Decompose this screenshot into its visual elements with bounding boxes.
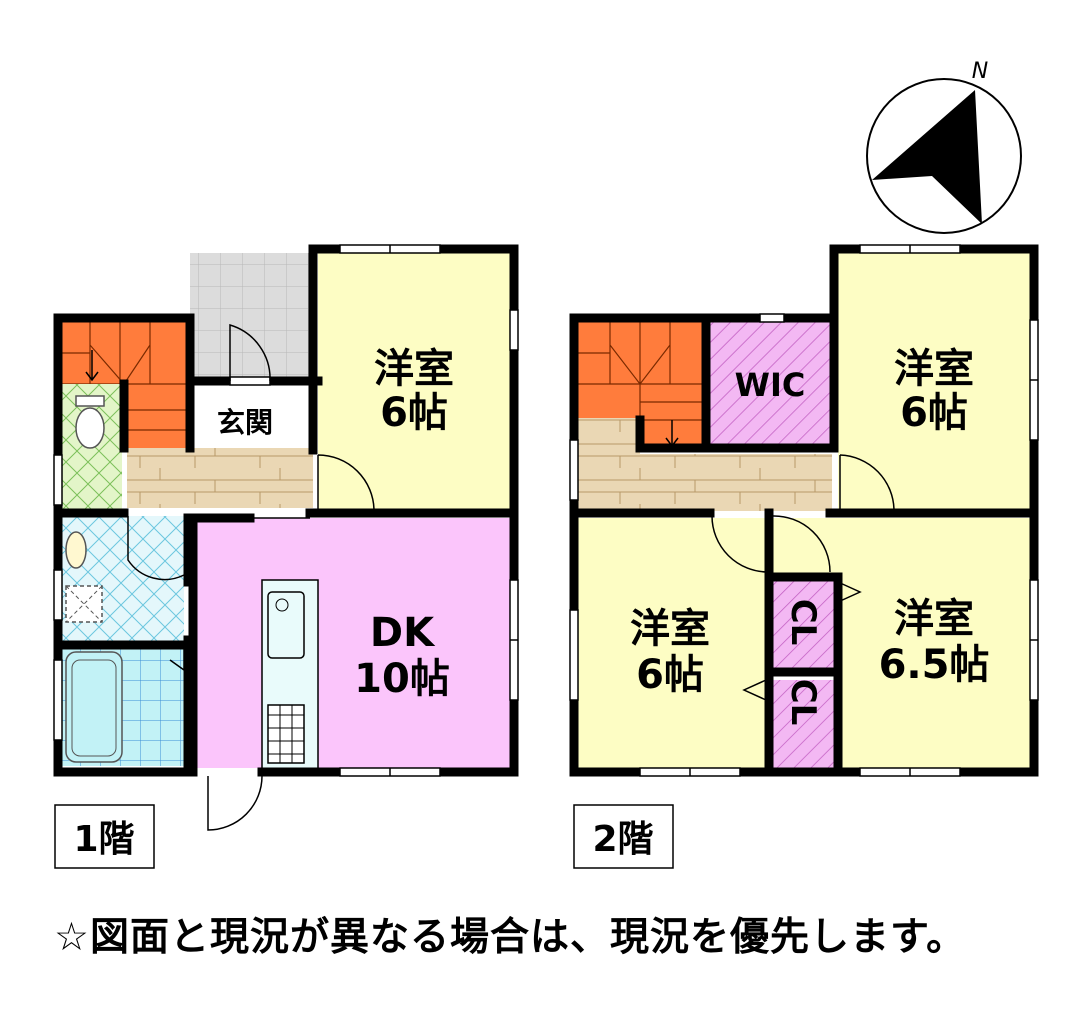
western-room-se-size: 6.5帖 bbox=[879, 642, 990, 688]
closet-lower-label: CL bbox=[783, 679, 823, 726]
compass-arrow-icon bbox=[872, 90, 982, 224]
dk-name: DK bbox=[370, 610, 436, 656]
western-room-se-name: 洋室 bbox=[894, 596, 974, 642]
windows-floor1 bbox=[53, 244, 519, 777]
western-room-floor1-size: 6帖 bbox=[380, 390, 448, 436]
doors-floor2 bbox=[711, 388, 895, 701]
dining-kitchen bbox=[193, 518, 510, 768]
closet-lower bbox=[772, 680, 834, 768]
compass-north-label: N bbox=[972, 59, 988, 84]
western-room-sw-name: 洋室 bbox=[630, 606, 710, 652]
floor-1: 洋室 6帖 玄関 DK 10帖 1階 bbox=[53, 244, 519, 869]
floor2-label: 2階 bbox=[592, 819, 653, 860]
windows-floor2 bbox=[569, 244, 1039, 777]
floor2-label-box bbox=[573, 804, 674, 869]
compass: N bbox=[866, 59, 1022, 234]
floor-2: WIC 洋室 6帖 洋室 6帖 洋室 6.5帖 CL CL 2階 bbox=[569, 244, 1039, 869]
western-room-ne bbox=[838, 253, 1030, 511]
closet-upper-label: CL bbox=[783, 599, 823, 646]
porch-tile bbox=[190, 253, 313, 381]
entrance bbox=[190, 381, 313, 448]
sink-icon bbox=[65, 531, 87, 569]
wic-label: WIC bbox=[735, 366, 806, 404]
kitchen-sink-icon bbox=[267, 591, 305, 659]
western-room-sw-size: 6帖 bbox=[636, 652, 704, 698]
hall-floor2 bbox=[578, 418, 640, 511]
western-room-se bbox=[838, 518, 1030, 768]
floor1-label-box bbox=[54, 804, 155, 869]
western-room-floor1-name: 洋室 bbox=[374, 346, 454, 392]
western-room-sw bbox=[578, 518, 766, 768]
western-room-floor1 bbox=[318, 253, 510, 511]
western-room-ne-size: 6帖 bbox=[900, 390, 968, 436]
wic bbox=[710, 322, 830, 444]
western-room-ne-name: 洋室 bbox=[894, 346, 974, 392]
entrance-label: 玄関 bbox=[217, 406, 273, 439]
bathtub-icon bbox=[65, 651, 123, 763]
toilet-icon bbox=[75, 407, 105, 449]
doors-floor1 bbox=[127, 323, 375, 831]
hall-floor1 bbox=[127, 448, 313, 508]
closet-upper bbox=[772, 580, 834, 668]
floor1-label: 1階 bbox=[73, 819, 134, 860]
dk-size: 10帖 bbox=[354, 656, 450, 702]
disclaimer-text: ☆図面と現況が異なる場合は、現況を優先します。 bbox=[54, 915, 967, 960]
